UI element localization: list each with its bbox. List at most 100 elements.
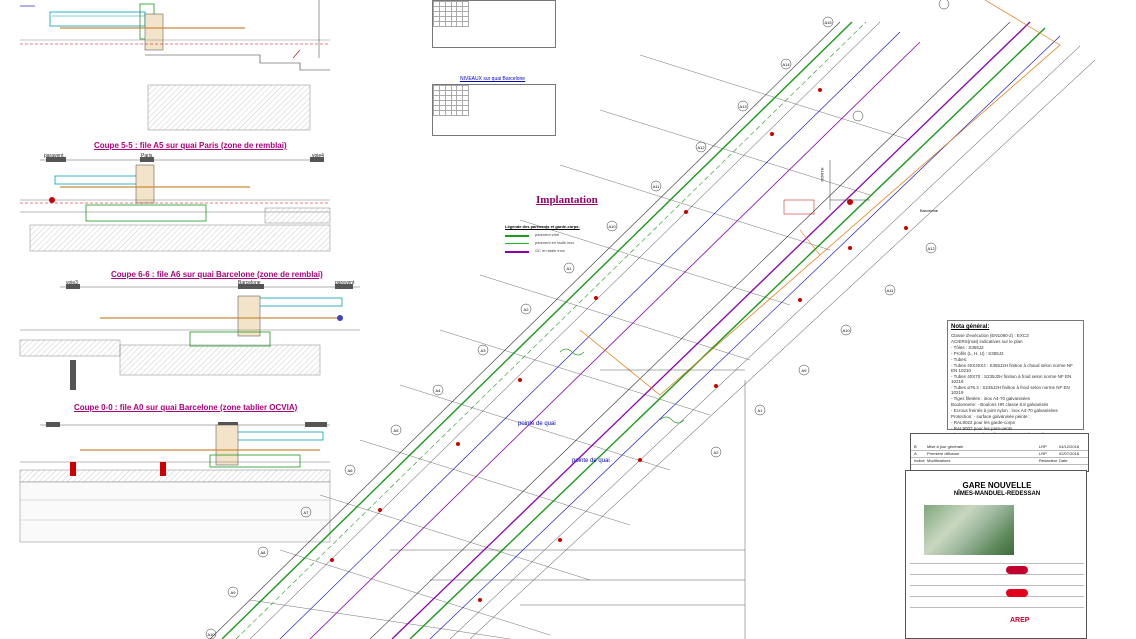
revision-table: B Mise à jour générale LRP 04/12/2018 A … xyxy=(910,433,1089,472)
note-line: - RAL9022 pour les garde-corps xyxy=(951,420,1016,425)
revision-label: Mise à jour générale xyxy=(927,444,964,449)
svg-text:A3: A3 xyxy=(481,348,487,353)
svg-text:A11: A11 xyxy=(887,288,895,293)
project-photo xyxy=(924,505,1014,555)
svg-text:A13: A13 xyxy=(739,104,747,109)
note-line: - Tôles : S355J2 xyxy=(951,345,984,350)
revision-date: 02/07/2018 xyxy=(1059,451,1080,456)
svg-text:A9: A9 xyxy=(231,590,237,595)
svg-text:A2: A2 xyxy=(524,307,530,312)
label-paris: Paris xyxy=(141,153,153,159)
svg-text:A12: A12 xyxy=(927,246,935,251)
plan-title: Implantation xyxy=(536,194,598,206)
revision-row: A Première diffusion LRP 02/07/2018 xyxy=(911,451,1088,458)
label-voie3: voie3 xyxy=(66,280,78,286)
legend-item: GC en tadle inox xyxy=(505,248,600,256)
legend-item: parevent en tadle inox xyxy=(505,240,600,248)
svg-text:A2: A2 xyxy=(714,450,720,455)
note-line: - RAL9007 pour les pare-vents xyxy=(951,426,1013,431)
svg-text:A1: A1 xyxy=(567,266,573,271)
revision-author: Rédacteur xyxy=(1039,458,1058,463)
title-block-row xyxy=(910,596,1084,607)
legend-label: parevent en tadle inox xyxy=(535,240,575,245)
revision-date: Date xyxy=(1059,458,1068,463)
section-5-5-title: Coupe 5-5 : file A5 sur quai Paris (zone… xyxy=(94,141,287,150)
svg-text:A6: A6 xyxy=(348,468,354,473)
section-5-5-drawing xyxy=(20,157,331,252)
note-line: ACIERS(mat) indicatives sur le plan xyxy=(951,339,1023,344)
title-block-row xyxy=(910,585,1084,596)
svg-text:A7: A7 xyxy=(304,510,310,515)
revision-row: Indice Modifications Rédacteur Date xyxy=(911,458,1088,465)
note-line: - Tubes 40X40X4 : S355J2H finition à cha… xyxy=(951,363,1073,373)
project-title: GARE NOUVELLE xyxy=(962,481,1032,490)
svg-text:A10: A10 xyxy=(207,632,215,637)
note-line: - Profils (L, H, U) : S355J2 xyxy=(951,351,1004,356)
revision-label: Première diffusion xyxy=(927,451,960,456)
title-block-row xyxy=(910,574,1084,585)
label-barcelone-6: Barcelone xyxy=(238,280,261,286)
note-line: - Tiges filetées : inox A4-70 galvanisée… xyxy=(951,396,1031,401)
general-note-title: Nota général: xyxy=(951,324,990,330)
title-block-row xyxy=(910,607,1084,618)
svg-text:A9: A9 xyxy=(802,368,808,373)
note-line: - Tubes 40X70 : S235J2H finition à froid… xyxy=(951,374,1072,384)
pointe-de-quai-label-2: pointe de quai xyxy=(572,458,610,464)
revision-row: B Mise à jour générale LRP 04/12/2018 xyxy=(911,444,1088,451)
note-line: - Tubes: xyxy=(951,357,968,362)
arep-logo: AREP xyxy=(1010,617,1030,624)
title-block-row xyxy=(910,563,1084,574)
title-block: GARE NOUVELLE NÎMES-MANDUEL-REDESSAN ARE… xyxy=(905,470,1087,639)
section-0-0-title: Coupe 0-0 : file A0 sur quai Barcelone (… xyxy=(74,403,298,412)
note-line: Boulonnerie: - Boulons HR classe 8.8 gal… xyxy=(951,402,1049,407)
sncf-logo-2 xyxy=(1006,589,1028,597)
svg-text:A1: A1 xyxy=(758,408,764,413)
sncf-logo xyxy=(1006,566,1028,574)
note-line: Classe d'exécution (EN1090-2) : EXC3 xyxy=(951,333,1029,338)
legend-title: Légende des parevents et garde-corps: xyxy=(505,224,580,229)
label-paravent: paravent xyxy=(44,153,64,159)
legend-item: parevent vitré xyxy=(505,232,600,240)
svg-text:A11: A11 xyxy=(653,184,661,189)
legend-label: GC en tadle inox xyxy=(535,248,565,253)
revision-author: LRP xyxy=(1039,444,1047,449)
note-line: Protection: - surface galvanisée peinte … xyxy=(951,414,1031,419)
project-subtitle: NÎMES-MANDUEL-REDESSAN xyxy=(953,491,1041,497)
revision-label: Modifications xyxy=(927,458,951,463)
revision-date: 04/12/2018 xyxy=(1059,444,1080,449)
label-parevent: parevent xyxy=(335,280,355,286)
levels-table-barcelone xyxy=(432,84,556,136)
svg-text:A14: A14 xyxy=(782,62,790,67)
north-arrow xyxy=(783,160,870,215)
svg-text:A8: A8 xyxy=(261,550,267,555)
svg-text:A10: A10 xyxy=(608,224,616,229)
general-note: Nota général: Classe d'exécution (EN1090… xyxy=(947,320,1084,448)
revision-index: Indice xyxy=(914,458,925,463)
svg-text:A15: A15 xyxy=(824,20,832,25)
revision-author: LRP xyxy=(1039,451,1047,456)
pointe-de-quai-label-1: pointe de quai xyxy=(518,421,556,427)
dimension-lines xyxy=(390,369,746,639)
levels-table-top xyxy=(432,0,556,48)
levels-table-title: NIVEAUX sur quai Barcelone xyxy=(460,76,526,82)
section-6-6-drawing xyxy=(19,284,360,390)
north-label: NORTH xyxy=(819,167,825,182)
svg-text:A10: A10 xyxy=(842,328,850,333)
note-line: - Ecrous freinés à joint nylon : inox A4… xyxy=(951,408,1058,413)
barcelone-plan-tag: Barcelone xyxy=(920,208,938,213)
svg-text:A5: A5 xyxy=(394,428,400,433)
note-line: - Tubes ø76.3 : S235J2H finition à froid… xyxy=(951,385,1070,395)
legend-label: parevent vitré xyxy=(535,232,560,237)
label-voie4: voie4 xyxy=(312,153,324,159)
svg-text:A12: A12 xyxy=(697,145,705,150)
section-6-6-title: Coupe 6-6 : file A6 sur quai Barcelone (… xyxy=(111,270,323,279)
barcelone-plan-label: Barcelone xyxy=(920,208,939,213)
title-block-rows xyxy=(910,563,1084,618)
section-0-0-drawing xyxy=(19,422,331,543)
revision-index: B xyxy=(914,444,917,449)
legend: Légende des parevents et garde-corps: pa… xyxy=(505,224,600,256)
svg-text:A4: A4 xyxy=(436,388,442,393)
revision-index: A xyxy=(914,451,917,456)
